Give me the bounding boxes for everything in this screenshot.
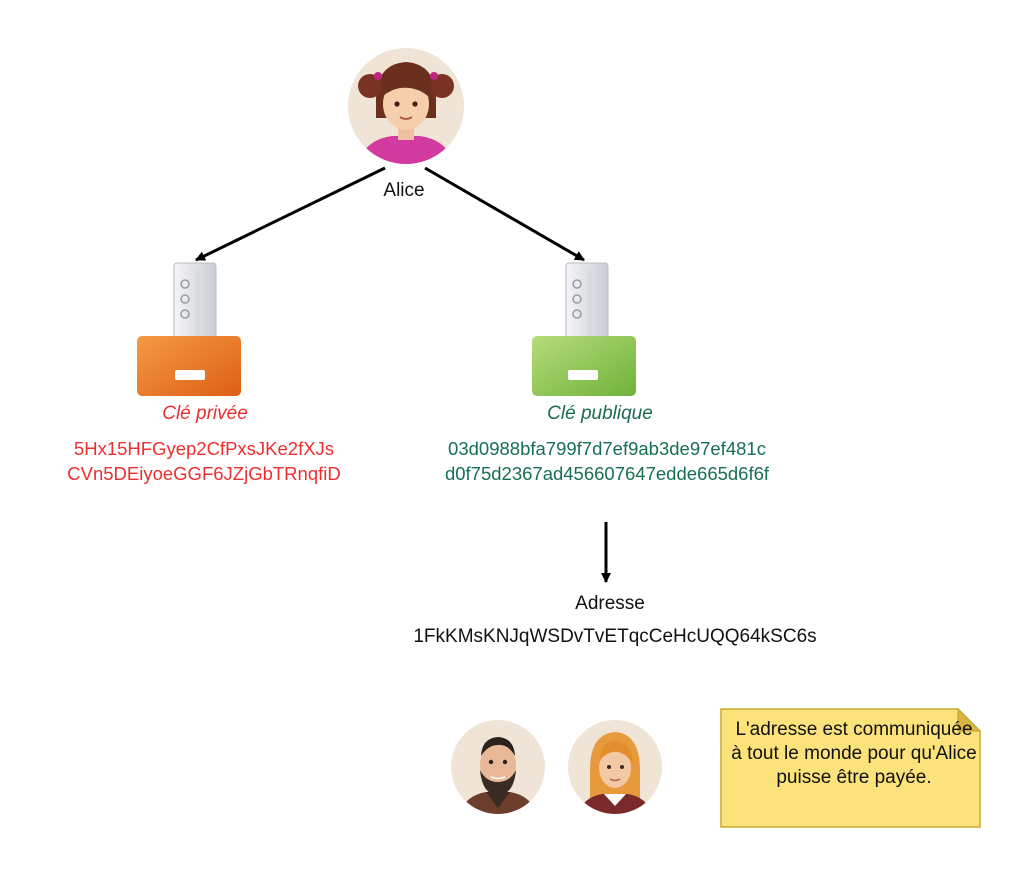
private-key-line-1: 5Hx15HFGyep2CfPxsJKe2fXJs <box>73 438 335 459</box>
public-key-icon <box>532 262 636 396</box>
man-avatar-icon <box>451 720 545 814</box>
alice-avatar-icon <box>348 48 464 164</box>
arrow-to-public-key <box>424 166 585 262</box>
note-text: L'adresse est communiquée à tout le mond… <box>731 719 977 788</box>
private-key-value: 5Hx15HFGyep2CfPxsJKe2fXJs CVn5DEiyoeGGF6… <box>28 436 380 486</box>
woman-avatar-icon <box>568 720 662 814</box>
arrow-to-private-key <box>195 166 386 262</box>
alice-label: Alice <box>383 180 425 201</box>
private-key-icon <box>137 262 241 396</box>
public-key-label: Clé publique <box>547 403 653 424</box>
private-key-line-2: CVn5DEiyoeGGF6JZjGbTRnqfiD <box>67 463 341 484</box>
public-key-value: 03d0988bfa799f7d7ef9ab3de97ef481c d0f75d… <box>412 436 802 486</box>
sticky-note <box>720 707 982 828</box>
private-key-label: Clé privée <box>162 403 248 424</box>
public-key-line-2: d0f75d2367ad456607647edde665d6f6f <box>444 463 770 484</box>
address-label: Adresse <box>575 593 645 614</box>
address-value: 1FkKMsKNJqWSDvTvETqcCeHcUQQ64kSC6s <box>413 626 817 647</box>
public-key-line-1: 03d0988bfa799f7d7ef9ab3de97ef481c <box>448 438 766 459</box>
